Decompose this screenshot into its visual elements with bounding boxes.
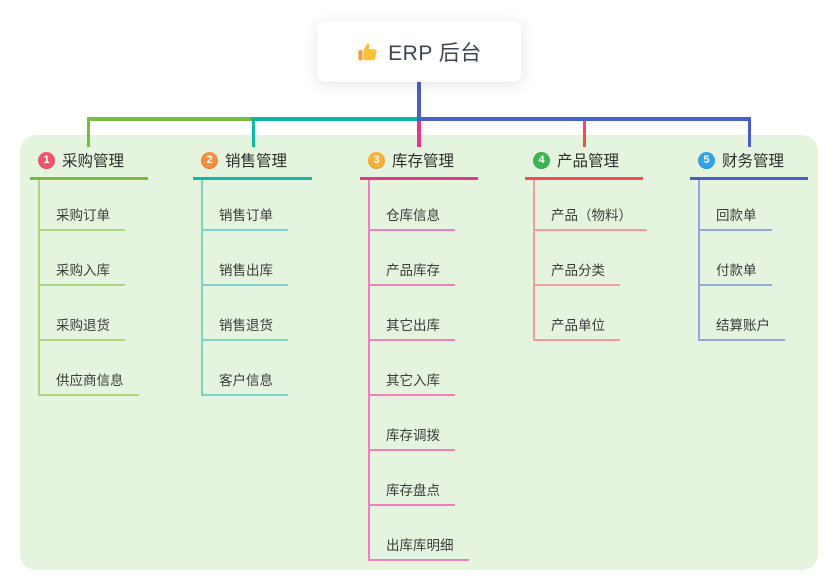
branch-5-number-badge: 5	[698, 151, 715, 169]
branch-4-title[interactable]: 4 产品管理	[533, 151, 620, 170]
node-supplier-info[interactable]: 供应商信息	[38, 368, 139, 396]
branch-3-number-badge: 3	[368, 151, 385, 169]
node-outbound-detail[interactable]: 出库库明细	[368, 533, 469, 561]
node-other-inbound[interactable]: 其它入库	[368, 368, 455, 396]
node-sales-order[interactable]: 销售订单	[201, 203, 288, 231]
branch-2-underline	[193, 177, 312, 180]
node-product-unit[interactable]: 产品单位	[533, 313, 620, 341]
mindmap-background-panel	[20, 135, 818, 570]
node-sales-outbound[interactable]: 销售出库	[201, 258, 288, 286]
branch-1-number-badge: 1	[38, 151, 55, 169]
connector-drop-branch-2	[252, 117, 255, 147]
connector-horizontal-blue	[417, 117, 751, 121]
branch-3-trunk-line	[368, 179, 370, 561]
branch-5-underline	[690, 177, 808, 180]
branch-2-title[interactable]: 2 销售管理	[201, 151, 288, 170]
node-purchase-inbound[interactable]: 采购入库	[38, 258, 125, 286]
branch-4-trunk-line	[533, 179, 535, 341]
connector-drop-branch-5	[748, 117, 751, 147]
node-product-stock[interactable]: 产品库存	[368, 258, 455, 286]
node-purchase-return[interactable]: 采购退货	[38, 313, 125, 341]
branch-4-label: 产品管理	[557, 153, 620, 170]
branch-1-label: 采购管理	[62, 153, 125, 170]
branch-5-trunk-line	[698, 179, 700, 341]
root-title: ERP 后台	[388, 41, 482, 65]
thumbs-up-icon	[357, 41, 379, 63]
branch-5-label: 财务管理	[722, 153, 785, 170]
branch-3-title[interactable]: 3 库存管理	[368, 151, 455, 170]
branch-2-label: 销售管理	[225, 153, 288, 170]
connector-drop-branch-1	[87, 117, 90, 147]
connector-drop-branch-3	[417, 121, 421, 147]
node-settlement-account[interactable]: 结算账户	[698, 313, 785, 341]
node-receipt-doc[interactable]: 回款单	[698, 203, 772, 231]
branch-4-number-badge: 4	[533, 151, 550, 169]
branch-5-title[interactable]: 5 财务管理	[698, 151, 785, 170]
connector-root-drop	[417, 82, 421, 121]
branch-1-trunk-line	[38, 179, 40, 396]
branch-1-underline	[30, 177, 148, 180]
node-stock-transfer[interactable]: 库存调拨	[368, 423, 455, 451]
root-node[interactable]: ERP 后台	[317, 21, 522, 82]
node-other-outbound[interactable]: 其它出库	[368, 313, 455, 341]
node-warehouse-info[interactable]: 仓库信息	[368, 203, 455, 231]
node-payment-doc[interactable]: 付款单	[698, 258, 772, 286]
node-stock-count[interactable]: 库存盘点	[368, 478, 455, 506]
branch-2-number-badge: 2	[201, 151, 218, 169]
node-customer-info[interactable]: 客户信息	[201, 368, 288, 396]
branch-1-title[interactable]: 1 采购管理	[38, 151, 125, 170]
connector-horizontal-green	[87, 117, 254, 121]
node-product-material[interactable]: 产品（物料）	[533, 203, 647, 231]
branch-4-underline	[525, 177, 643, 180]
connector-horizontal-teal	[251, 117, 419, 121]
branch-3-label: 库存管理	[392, 153, 455, 170]
branch-3-underline	[360, 177, 478, 180]
node-purchase-order[interactable]: 采购订单	[38, 203, 125, 231]
connector-drop-branch-4	[583, 121, 586, 147]
node-product-category[interactable]: 产品分类	[533, 258, 620, 286]
branch-2-trunk-line	[201, 179, 203, 396]
node-sales-return[interactable]: 销售退货	[201, 313, 288, 341]
